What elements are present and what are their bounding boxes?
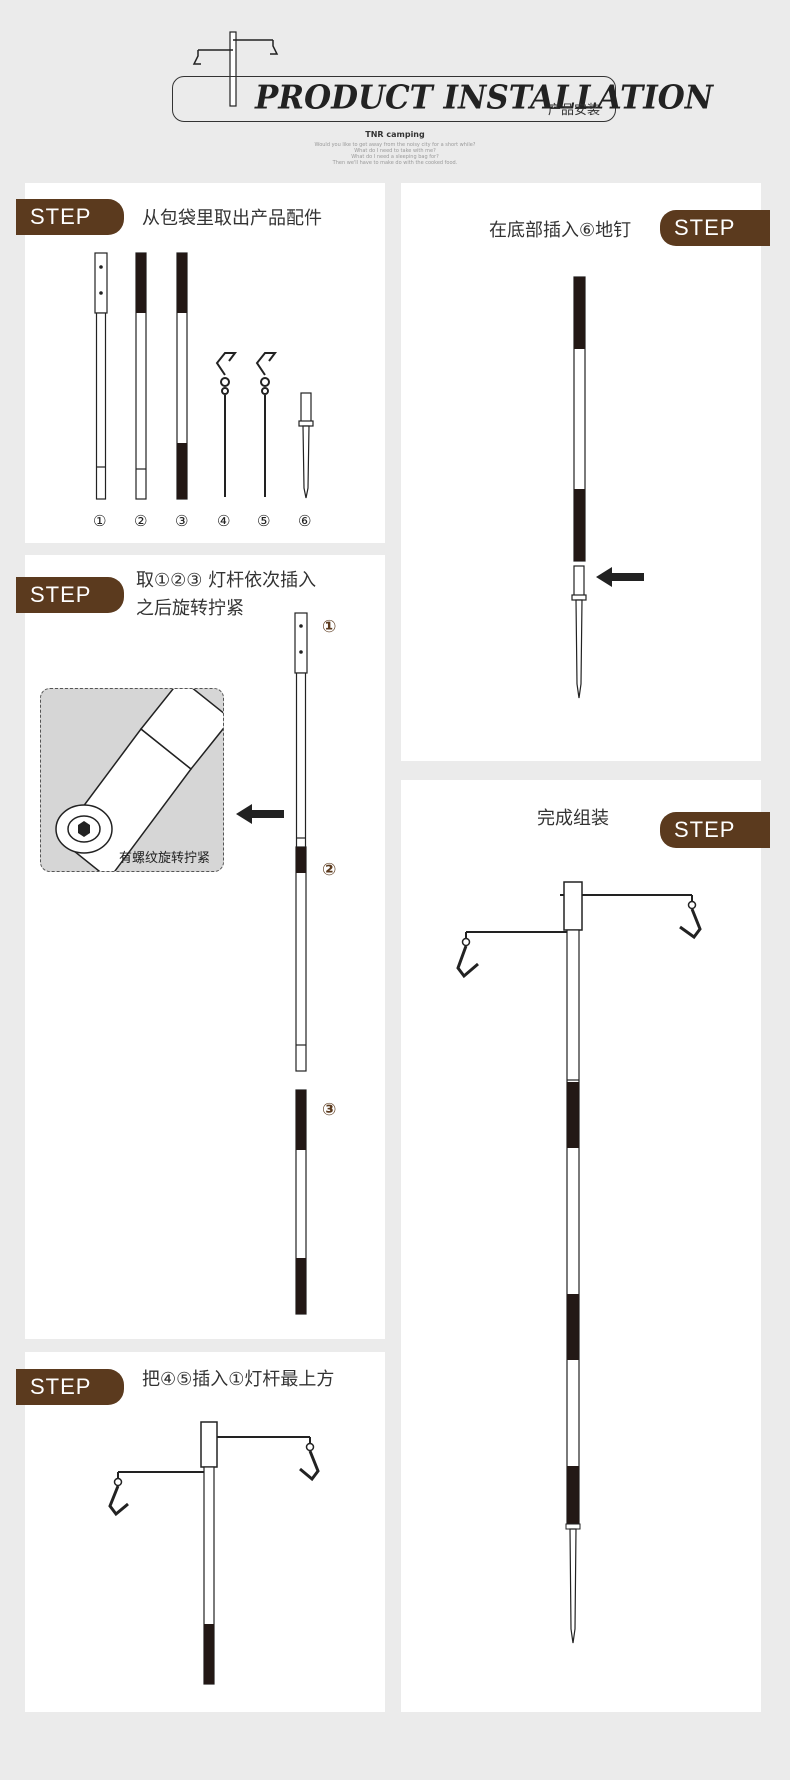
part-number-2: ② — [134, 512, 148, 530]
subtitle-line: What do I need a sleeping bag for? — [351, 154, 439, 160]
brand-subtitle: Would you like to get away from the nois… — [0, 142, 790, 166]
detail-label: 有螺纹旋转拧紧 — [119, 851, 211, 866]
step1-parts-illustration — [94, 252, 314, 500]
step1-panel — [25, 183, 385, 543]
subtitle-line: What do I need to take with me? — [354, 148, 436, 154]
thread-detail-callout: 有螺纹旋转拧紧 — [40, 688, 224, 872]
page-title: PRODUCT INSTALLATION — [255, 79, 714, 117]
part-3-pole-icon — [176, 252, 188, 500]
part-number-1: ① — [93, 512, 107, 530]
part-1-pole-icon — [94, 252, 108, 500]
part-number-3: ③ — [175, 512, 189, 530]
header-lamp-pole-icon — [192, 31, 279, 107]
part-number-6: ⑥ — [298, 512, 312, 530]
step2-arrow-icon — [236, 804, 284, 824]
part-6-ground-stake-icon — [298, 392, 314, 499]
part-number-5: ⑤ — [257, 512, 271, 530]
step4-badge: STEP 4 — [660, 210, 770, 276]
step3-assembly-illustration — [108, 1421, 320, 1685]
step3-badge: STEP 3 — [16, 1369, 124, 1435]
header: PRODUCT INSTALLATION 产品安装 TNR camping Wo… — [0, 0, 790, 170]
part-4-hook-icon — [215, 352, 237, 497]
step5-complete-assembly-illustration — [456, 881, 702, 1644]
part-2-pole-icon — [135, 252, 147, 500]
threaded-joint-icon — [55, 689, 223, 871]
step5-badge: STEP 5 — [660, 812, 770, 878]
step5-panel — [401, 780, 761, 1712]
step2-panel — [25, 555, 385, 1339]
step2-instruction-line1: 取①②③ 灯杆依次插入 — [136, 570, 317, 591]
step2-marker-3: ③ — [322, 1100, 337, 1120]
brand-name: TNR camping — [365, 130, 425, 139]
step1-instruction: 从包袋里取出产品配件 — [142, 208, 322, 229]
step4-instruction: 在底部插入⑥地钉 — [489, 220, 632, 241]
subtitle-line: Then we'll have to make do with the cook… — [332, 160, 458, 166]
step5-instruction: 完成组装 — [537, 808, 609, 829]
pole-1-icon — [294, 612, 308, 869]
step2-pole-2-icon — [295, 846, 307, 1072]
step2-instruction-line2: 之后旋转拧紧 — [136, 598, 244, 619]
step2-marker-1: ① — [322, 617, 337, 637]
page-title-cn: 产品安装 — [548, 103, 601, 118]
step2-badge: STEP 2 — [16, 577, 124, 643]
step3-instruction: 把④⑤插入①灯杆最上方 — [142, 1369, 335, 1390]
header-title-frame — [172, 76, 616, 122]
part-number-4: ④ — [217, 512, 231, 530]
step4-pole-icon — [573, 276, 586, 562]
step4-ground-stake-icon — [571, 565, 587, 699]
step2-pole-3-icon — [295, 1089, 307, 1315]
step1-badge: STEP 1 — [16, 199, 124, 265]
part-5-hook-icon — [255, 352, 277, 497]
step2-marker-2: ② — [322, 860, 337, 880]
subtitle-line: Would you like to get away from the nois… — [314, 142, 476, 148]
step4-arrow-icon — [596, 567, 644, 587]
